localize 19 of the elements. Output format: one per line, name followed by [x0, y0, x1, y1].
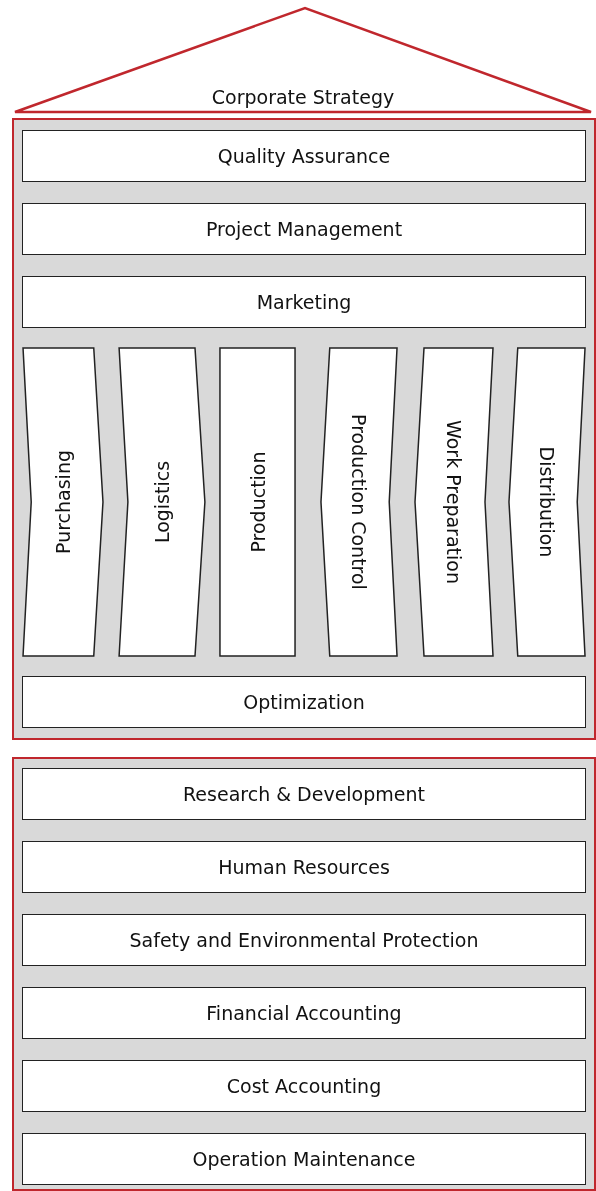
function-box: Human Resources — [22, 841, 586, 893]
function-box: Safety and Environmental Protection — [22, 914, 586, 966]
pillar-label: Production — [246, 451, 269, 553]
function-box: Optimization — [22, 676, 586, 728]
pillar-label: Production Control — [348, 414, 370, 590]
house-frame — [12, 757, 596, 1191]
function-box: Cost Accounting — [22, 1060, 586, 1112]
function-box: Operation Maintenance — [22, 1133, 586, 1185]
function-box: Project Management — [22, 203, 586, 255]
function-box: Financial Accounting — [22, 987, 586, 1039]
function-box: Quality Assurance — [22, 130, 586, 182]
pillar-label: Logistics — [151, 460, 173, 544]
function-box: Research & Development — [22, 768, 586, 820]
pillar-label: Distribution — [536, 446, 558, 558]
pillar-label: Purchasing — [52, 450, 74, 554]
house-frame — [12, 118, 596, 740]
function-box: Marketing — [22, 276, 586, 328]
roof-label: Corporate Strategy — [210, 86, 396, 108]
pillar-label: Work Preparation — [443, 420, 465, 584]
